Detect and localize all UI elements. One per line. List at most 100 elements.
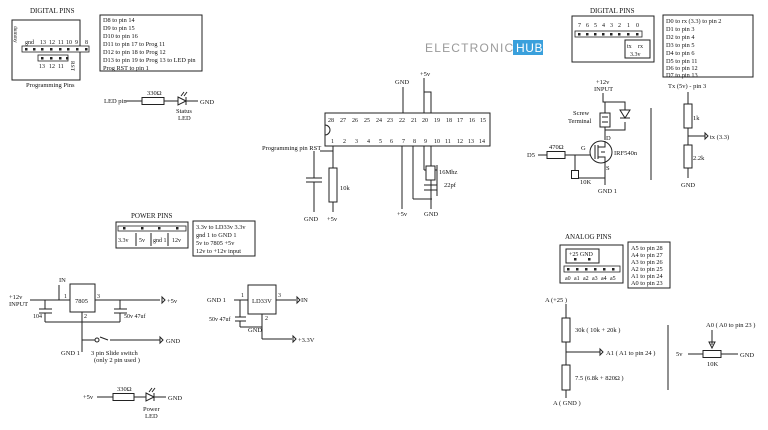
logo-badge [513, 40, 543, 55]
reset-gnd: GND [304, 216, 318, 223]
logo-word: ELECTRONICS [425, 41, 524, 55]
chip-pin-label: 10 [434, 139, 440, 145]
chip-pin-label: 15 [480, 118, 486, 124]
tx-voltage-divider: Tx (5v) - pin 3 1k tx (3.3) 2.2k GND [650, 83, 729, 189]
power-pins: POWER PINS 3.3v 5v gnd 1 12v 3.3v to LD3… [115, 212, 256, 257]
reg7805-vin: +12v [9, 294, 23, 301]
ld33v-body [247, 284, 277, 315]
analog-note: A5 to pin 28 [631, 245, 663, 252]
rst-label: RST [69, 61, 75, 72]
analog-note: A4 to pin 27 [631, 252, 663, 259]
tx-r2-resistor [683, 144, 693, 169]
analog-note: A3 to pin 26 [631, 259, 663, 266]
digital-pins-left: DIGITAL PINS dummy gnd 13 12 11 10 9 8 1… [11, 7, 203, 89]
digital-left-top-labels: 13 12 11 10 9 8 [40, 40, 88, 46]
status-led-resistor [141, 97, 165, 105]
digital-left-header [21, 45, 90, 53]
prog-pin-label: 11 [58, 64, 64, 70]
power-pins-title: POWER PINS [131, 212, 173, 220]
tx-label: tx [627, 44, 632, 50]
power-pin-cell: 12v [172, 238, 181, 244]
rx-3v3-label: 3.3v [630, 52, 641, 58]
chip-top-pin-labels: 28 27 26 25 24 23 22 21 20 19 18 17 16 1… [328, 118, 486, 124]
pulldown-res-value: 10K [580, 179, 592, 186]
electronics-hub-logo: ELECTRONICS HUB [425, 40, 543, 55]
digital-right-title: DIGITAL PINS [590, 7, 635, 15]
chip-pin-label: 21 [411, 118, 417, 124]
ld33-cap: 50v 47uf [209, 316, 231, 323]
status-led-label: LED [178, 115, 191, 122]
analog-top-label: +25 GND [569, 252, 594, 258]
digital-right-note: D2 to pin 4 [666, 34, 695, 41]
analog-notes-box [627, 241, 671, 289]
reg7805-pin2: 2 [84, 314, 87, 320]
chip-vcc-bottom: +5v [397, 211, 408, 218]
ld33v-circuit: GND 1 LD33V 1 3 2 IN 50v 47uf GND +3.3V [207, 284, 315, 344]
pin-label: 11 [58, 40, 64, 46]
prog-pin-label: 13 [39, 64, 45, 70]
reg7805-vin-input: INPUT [9, 301, 28, 308]
pulldown-resistor [571, 170, 579, 179]
chip-pin-label: 12 [457, 139, 463, 145]
chip-pin-label: 16 [469, 118, 475, 124]
dpin: 7 [578, 23, 581, 29]
potentiometer-circuit: A0 ( A0 to pin 23 ) 5v GND 10K [667, 322, 755, 390]
digital-left-note: D9 to pin 15 [103, 25, 135, 32]
chip-pin-label: 1 [331, 139, 334, 145]
digital-left-notes-box [99, 14, 203, 72]
prog-pin-label: 12 [49, 64, 55, 70]
analog-header [563, 265, 621, 273]
reg7805-pin3: 3 [97, 294, 100, 300]
analog-pin: a2 [583, 276, 589, 282]
reg7805-pin1: 1 [64, 294, 67, 300]
power-led-label: LED [145, 413, 158, 420]
status-led-gnd: GND [200, 99, 214, 106]
digital-right-note: D0 to rx (3.3) to pin 2 [666, 18, 721, 25]
slide-switch-label: 3 pin Slide switch [91, 350, 139, 357]
power-led-res-value: 330Ω [117, 386, 132, 393]
digital-right-notes-box [662, 14, 754, 78]
chip-pin-label: 27 [340, 118, 346, 124]
reset-vcc: +5v [327, 216, 338, 223]
gnd-pin-label: gnd [25, 40, 34, 46]
chip-gnd-bottom: GND [424, 211, 438, 218]
chip-vcc-top: +5v [420, 71, 431, 78]
power-pins-header [117, 225, 187, 232]
analog-r2-resistor [561, 364, 571, 391]
pot-label: A0 ( A0 to pin 23 ) [706, 322, 755, 329]
power-led-icon [145, 392, 156, 402]
power-pin-cell: gnd 1 [153, 238, 167, 244]
power-led-resistor [112, 393, 135, 401]
chip-pin-label: 5 [379, 139, 382, 145]
prog-rst-label: Programming pin RST [262, 145, 321, 152]
status-led-circuit: LED pin 330Ω GND Status LED [104, 90, 214, 122]
dpin: 0 [636, 23, 639, 29]
digital-left-note: D8 to pin 14 [103, 17, 136, 24]
logo-badge-text: HUB [516, 41, 543, 55]
chip-pin-label: 2 [343, 139, 346, 145]
tx-r1-value: 1k [693, 115, 700, 122]
mosfet-vin: +12v [596, 79, 610, 86]
chip-bottom-pin-labels: 1 2 3 4 5 6 7 8 9 10 11 12 13 14 [331, 139, 485, 145]
screw-terminal-label: Screw [573, 110, 590, 117]
analog-div-out: A1 ( A1 to pin 24 ) [606, 350, 655, 357]
digital-right-note: D1 to pin 3 [666, 26, 695, 33]
ld33-pin3: 3 [278, 293, 281, 299]
power-led-circuit: +5v 330Ω GND Power LED [83, 386, 182, 420]
dummy-label: dummy [12, 26, 18, 43]
analog-pin: a1 [574, 276, 580, 282]
power-note: gnd 1 to GND 1 [196, 232, 237, 239]
digital-right-note: D6 to pin 12 [666, 65, 698, 72]
pin-label: 13 [40, 40, 46, 46]
gate-resistor [546, 151, 566, 159]
analog-note: A1 to pin 24 [631, 273, 664, 280]
analog-pin: a5 [610, 276, 616, 282]
chip-pin-label: 24 [376, 118, 382, 124]
ld33-pin1: 1 [241, 293, 244, 299]
reg7805-in: IN [59, 277, 66, 284]
digital-right-frame [571, 15, 655, 63]
digital-left-note: D12 to pin 18 to Prog 12 [103, 49, 166, 56]
digital-right-note: D7 to pin 13 [666, 72, 698, 79]
chip-pin-label: 9 [424, 139, 427, 145]
